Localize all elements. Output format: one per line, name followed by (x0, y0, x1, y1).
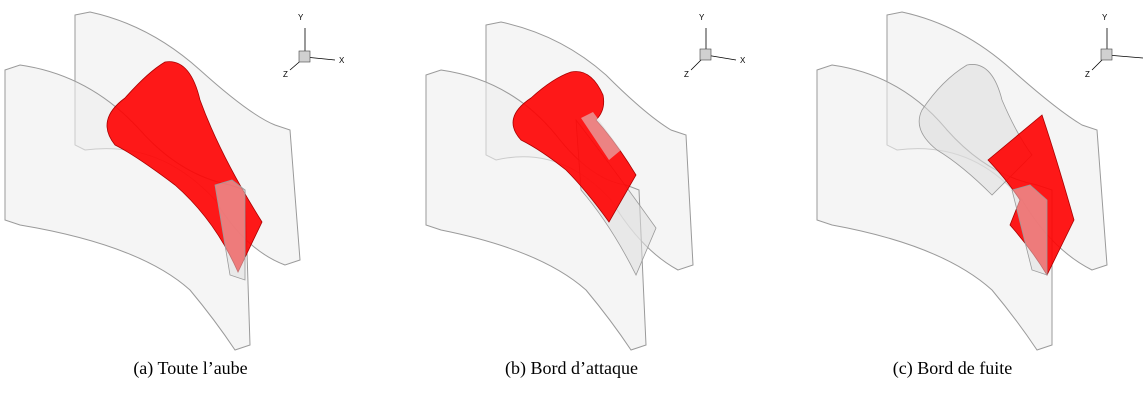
axis-label-z: Z (1085, 70, 1090, 79)
axis-triad-b (690, 28, 737, 71)
figure-panel-c: Y Z (c) Bord de fuite (762, 0, 1143, 396)
figure-caption-a: (a) Toute l’aube (133, 358, 248, 378)
front-periodic-surface (425, 69, 647, 351)
blade-render-c (816, 11, 1143, 351)
axis-triad-a (289, 28, 336, 71)
blade-render-b (425, 21, 737, 351)
front-periodic-surface (4, 64, 251, 351)
axis-label-z: Z (684, 70, 689, 79)
axis-triad-c (1091, 28, 1143, 71)
highlighted-leading-edge (512, 71, 637, 223)
figure-caption-c: (c) Bord de fuite (892, 358, 1013, 378)
axis-label-y: Y (699, 13, 705, 22)
axis-label-x: X (339, 56, 345, 65)
blade-render-a (4, 11, 336, 351)
front-periodic-surface (816, 64, 1053, 351)
axis-label-z: Z (283, 70, 288, 79)
figure-caption-b: (b) Bord d’attaque (505, 358, 638, 378)
figure-panel-b: Y X Z (b) Bord d’attaque (381, 0, 762, 396)
axis-label-y: Y (298, 13, 304, 22)
figure-panel-a: Y X Z (a) Toute l’aube (0, 0, 381, 396)
axis-label-x: X (740, 56, 746, 65)
axis-label-y: Y (1102, 13, 1108, 22)
